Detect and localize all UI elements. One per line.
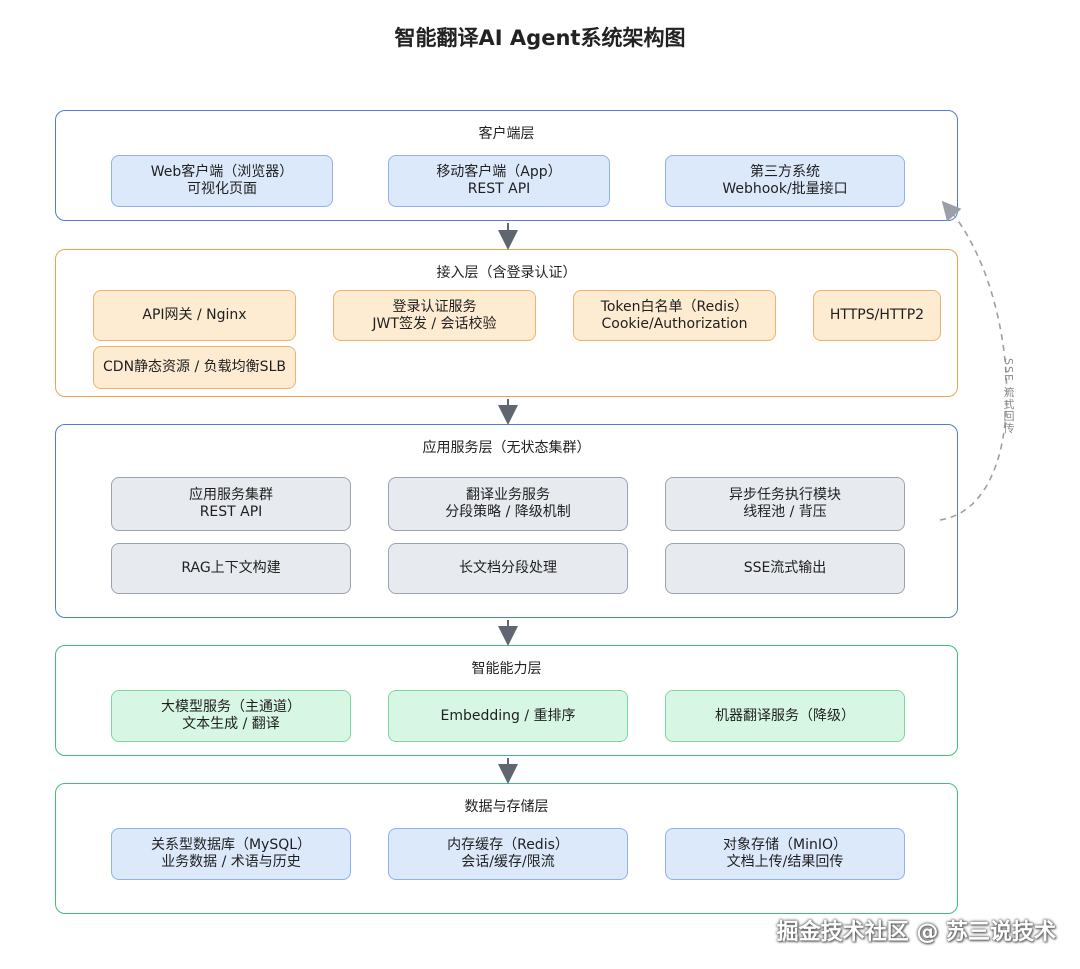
rag-context-line1: RAG上下文构建	[181, 560, 281, 576]
app-layer-title: 应用服务层（无状态集群）	[422, 440, 591, 456]
web-client-line1: Web客户端（浏览器）	[150, 164, 294, 180]
long-doc-line1: 长文档分段处理	[459, 560, 557, 576]
app-cluster-box: 应用服务集群 REST API	[111, 477, 351, 531]
mt-service-box: 机器翻译服务（降级）	[665, 690, 905, 742]
rag-context-box: RAG上下文构建	[111, 543, 351, 594]
redis-cache-box: 内存缓存（Redis） 会话/缓存/限流	[388, 828, 628, 880]
mysql-line2: 业务数据 / 术语与历史	[161, 854, 301, 870]
access-layer-title: 接入层（含登录认证）	[436, 265, 577, 281]
app-cluster-line2: REST API	[199, 504, 263, 520]
redis-cache-line1: 内存缓存（Redis）	[447, 837, 569, 853]
embedding-box: Embedding / 重排序	[388, 690, 628, 742]
app-layer: 应用服务层（无状态集群） 应用服务集群 REST API 翻译业务服务 分段策略…	[55, 424, 958, 618]
token-whitelist-box: Token白名单（Redis） Cookie/Authorization	[573, 290, 776, 341]
redis-cache-line2: 会话/缓存/限流	[461, 854, 555, 870]
web-client-line2: 可视化页面	[187, 181, 257, 197]
api-gateway-box: API网关 / Nginx	[93, 290, 296, 341]
client-layer: 客户端层 Web客户端（浏览器） 可视化页面 移动客户端（App） REST A…	[55, 110, 958, 221]
sse-output-line1: SSE流式输出	[743, 560, 827, 576]
embedding-line1: Embedding / 重排序	[440, 707, 576, 724]
https-line1: HTTPS/HTTP2	[829, 307, 925, 323]
data-layer: 数据与存储层 关系型数据库（MySQL） 业务数据 / 术语与历史 内存缓存（R…	[55, 783, 958, 914]
ai-layer-title: 智能能力层	[471, 661, 542, 677]
ai-layer: 智能能力层 大模型服务（主通道） 文本生成 / 翻译 Embedding / 重…	[55, 645, 958, 756]
third-party-line2: Webhook/批量接口	[722, 181, 848, 197]
mobile-client-line2: REST API	[467, 181, 531, 197]
web-client-box: Web客户端（浏览器） 可视化页面	[111, 155, 333, 207]
minio-line2: 文档上传/结果回传	[726, 854, 844, 870]
diagram-title: 智能翻译AI Agent系统架构图	[394, 26, 686, 50]
translation-service-line2: 分段策略 / 降级机制	[445, 504, 571, 520]
token-whitelist-line2: Cookie/Authorization	[601, 315, 748, 332]
llm-service-box: 大模型服务（主通道） 文本生成 / 翻译	[111, 690, 351, 742]
auth-service-box: 登录认证服务 JWT签发 / 会话校验	[333, 290, 536, 341]
translation-service-box: 翻译业务服务 分段策略 / 降级机制	[388, 477, 628, 531]
watermark: 掘金技术社区 @ 苏三说技术	[776, 920, 1056, 945]
mobile-client-box: 移动客户端（App） REST API	[388, 155, 610, 207]
long-doc-box: 长文档分段处理	[388, 543, 628, 594]
minio-box: 对象存储（MinIO） 文档上传/结果回传	[665, 828, 905, 880]
mobile-client-line1: 移动客户端（App）	[436, 164, 562, 180]
auth-service-line1: 登录认证服务	[392, 298, 477, 315]
https-box: HTTPS/HTTP2	[813, 290, 941, 341]
llm-service-line2: 文本生成 / 翻译	[182, 716, 280, 732]
third-party-box: 第三方系统 Webhook/批量接口	[665, 155, 905, 207]
mysql-box: 关系型数据库（MySQL） 业务数据 / 术语与历史	[111, 828, 351, 880]
token-whitelist-line1: Token白名单（Redis）	[600, 298, 749, 315]
client-layer-title: 客户端层	[478, 126, 535, 142]
mt-service-line1: 机器翻译服务（降级）	[715, 707, 855, 724]
cdn-slb-box: CDN静态资源 / 负载均衡SLB	[93, 346, 296, 389]
access-layer: 接入层（含登录认证） API网关 / Nginx 登录认证服务 JWT签发 / …	[55, 249, 958, 397]
minio-line1: 对象存储（MinIO）	[723, 837, 847, 853]
async-task-line1: 异步任务执行模块	[729, 487, 841, 503]
sse-return-label: SSE 流式回传	[1002, 358, 1015, 435]
auth-service-line2: JWT签发 / 会话校验	[372, 315, 497, 332]
third-party-line1: 第三方系统	[750, 164, 820, 180]
translation-service-line1: 翻译业务服务	[466, 487, 550, 503]
data-layer-title: 数据与存储层	[464, 799, 549, 815]
llm-service-line1: 大模型服务（主通道）	[161, 699, 301, 715]
api-gateway-line1: API网关 / Nginx	[142, 307, 247, 323]
async-task-line2: 线程池 / 背压	[743, 504, 827, 520]
async-task-box: 异步任务执行模块 线程池 / 背压	[665, 477, 905, 531]
cdn-slb-line1: CDN静态资源 / 负载均衡SLB	[103, 359, 286, 375]
sse-output-box: SSE流式输出	[665, 543, 905, 594]
app-cluster-line1: 应用服务集群	[189, 487, 273, 503]
mysql-line1: 关系型数据库（MySQL）	[150, 837, 312, 853]
